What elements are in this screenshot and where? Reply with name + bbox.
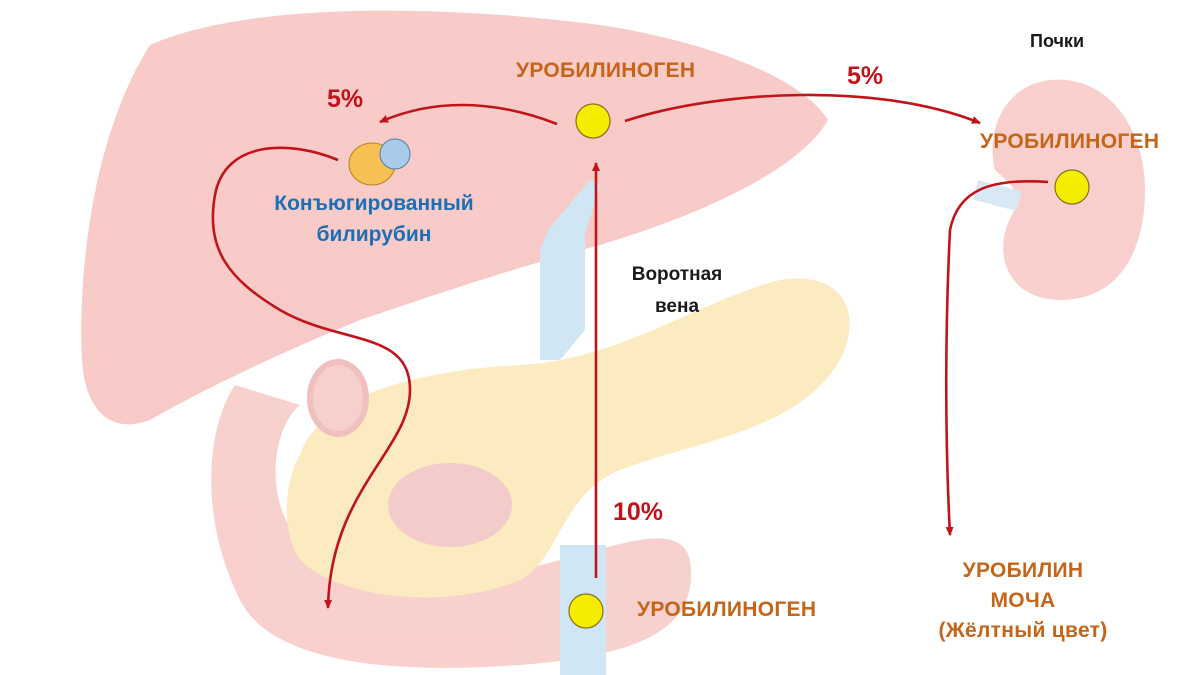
- urine-line-2: МОЧА: [990, 589, 1056, 612]
- vessel-ring: [307, 359, 369, 437]
- liver-shape: [81, 10, 829, 425]
- portal-vein-label: Воротная вена: [618, 259, 736, 323]
- conjugated-bilirubin-line-2: билирубин: [316, 223, 432, 246]
- urobilinogen-intestine-molecule: [568, 593, 604, 629]
- urine-line-1: УРОБИЛИН: [962, 559, 1084, 582]
- portal-vein-upper: [540, 180, 600, 360]
- urobilinogen-kidney-label: УРОБИЛИНОГЕН: [980, 130, 1160, 153]
- urine-line-3: (Жёлтный цвет): [938, 619, 1108, 642]
- urobilinogen-liver-molecule: [575, 103, 611, 139]
- arrow-kidney-to-urine: [944, 180, 1049, 536]
- urobilinogen-kidney-molecule: [1054, 169, 1090, 205]
- kidneys-label: Почки: [1030, 31, 1085, 51]
- percent-to-kidney-label: 5%: [847, 62, 884, 90]
- portal-vein-line-1: Воротная: [631, 264, 723, 285]
- pancreas-head-blob: [388, 463, 512, 547]
- conjugated-bilirubin-line-1: Конъюгированный: [274, 192, 474, 215]
- molecules: [348, 103, 1090, 629]
- urobilinogen-intestine-label: УРОБИЛИНОГЕН: [637, 598, 817, 621]
- glucuronide-molecule: [379, 138, 411, 170]
- arrow-bile-to-intestine: [211, 146, 412, 609]
- urobilinogen-liver-label: УРОБИЛИНОГЕН: [516, 59, 696, 82]
- percent-reabsorbed-label: 10%: [613, 498, 664, 526]
- arrow-liver-to-bile: [379, 103, 558, 126]
- conjugated-bilirubin-label: Конъюгированный билирубин: [258, 188, 490, 250]
- portal-vein-line-2: вена: [654, 296, 700, 317]
- urine-label: УРОБИЛИН МОЧА (Жёлтный цвет): [918, 556, 1128, 646]
- arrow-liver-to-kidney: [624, 93, 981, 125]
- pathway-arrows: [211, 93, 1049, 609]
- percent-to-bile-label: 5%: [327, 85, 364, 113]
